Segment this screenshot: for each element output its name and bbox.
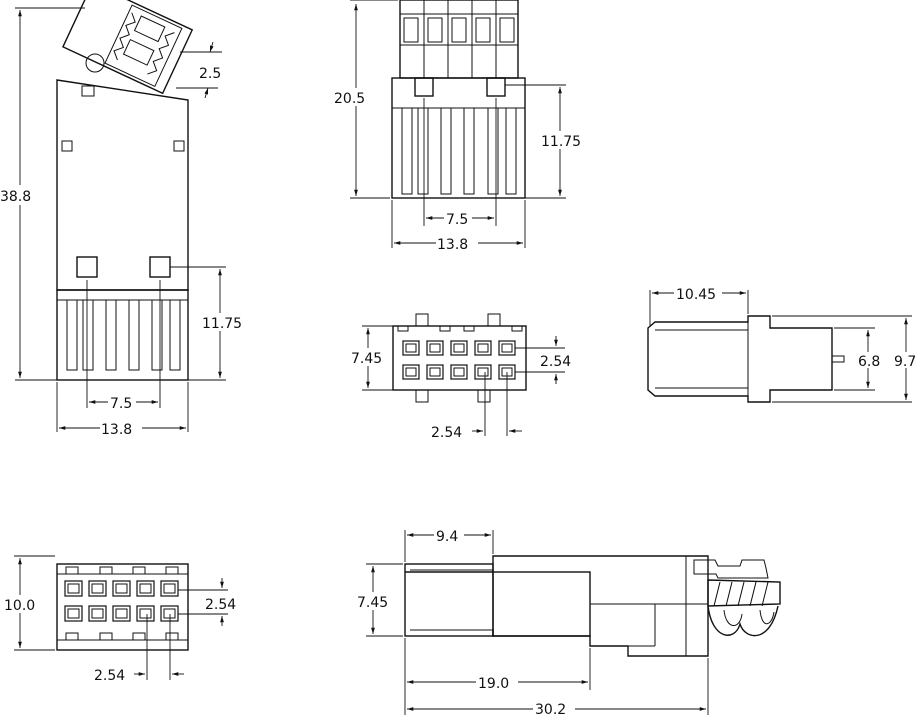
dim-2-54-c: 2.54	[205, 597, 236, 613]
view-front: 20.5 11.75 7.5 13.8	[334, 0, 587, 253]
dim-2-5: 2.5	[199, 66, 221, 82]
view-rear-face: 10.0 2.54 2.54	[4, 555, 236, 684]
dim-19-0: 19.0	[478, 676, 509, 692]
dim-2-54-d: 2.54	[94, 668, 125, 684]
dim-2-54-b: 2.54	[431, 425, 462, 441]
dim-7-5-a: 7.5	[110, 396, 132, 412]
latch-hole-icon	[85, 53, 105, 73]
dim-13-8-b: 13.8	[437, 237, 468, 253]
dim-9-7: 9.7	[894, 354, 916, 370]
dim-2-54-a: 2.54	[540, 354, 571, 370]
dim-10-45: 10.45	[676, 287, 716, 303]
dim-20-5: 20.5	[334, 91, 365, 107]
view-assembled-side: 9.4 7.45 19.0 30.2	[356, 527, 781, 715]
dim-7-5-b: 7.5	[446, 212, 468, 228]
dim-38-8: 38.8	[0, 189, 31, 205]
view-mating-face: 7.45 2.54 2.54	[350, 313, 571, 441]
dim-11-75-a: 11.75	[202, 316, 242, 332]
dim-11-75-b: 11.75	[541, 134, 581, 150]
dim-13-8-a: 13.8	[101, 422, 132, 438]
dim-10-0: 10.0	[4, 598, 35, 614]
dim-7-45-a: 7.45	[351, 351, 382, 367]
view-side-profile: 10.45 6.8 9.7	[647, 285, 920, 403]
dim-7-45-b: 7.45	[357, 595, 388, 611]
dim-9-4: 9.4	[436, 529, 458, 545]
dim-30-2: 30.2	[535, 702, 566, 715]
view-side-tilted: 38.8 2.5 11.75 7.5 13.8	[0, 0, 248, 438]
dim-6-8: 6.8	[858, 354, 880, 370]
